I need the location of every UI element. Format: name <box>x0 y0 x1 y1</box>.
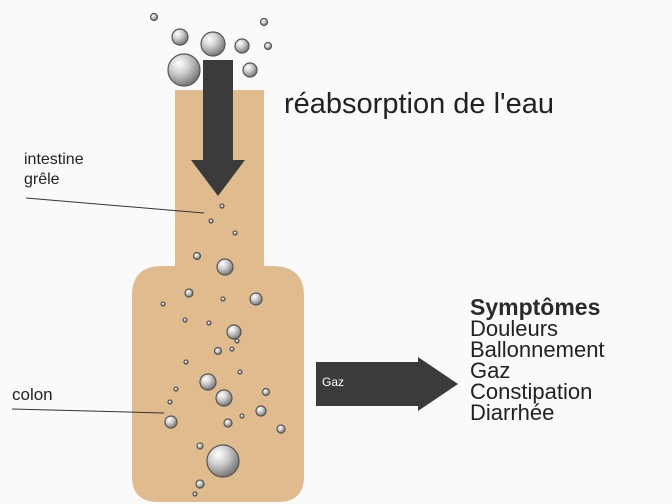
symptoms-list: Symptômes Douleurs Ballonnement Gaz Cons… <box>470 297 605 423</box>
symptom-item: Diarrhée <box>470 402 605 423</box>
symptom-item: Ballonnement <box>470 339 605 360</box>
symptom-item: Constipation <box>470 381 605 402</box>
small-intestine-label: intestine grêle <box>24 150 84 190</box>
symptom-item: Gaz <box>470 360 605 381</box>
small-intestine-label-line2: grêle <box>24 170 84 190</box>
gas-arrow-label: Gaz <box>322 375 344 389</box>
symptom-item: Douleurs <box>470 318 605 339</box>
diagram-title: réabsorption de l'eau <box>284 88 554 121</box>
small-intestine-label-line1: intestine <box>24 150 84 170</box>
colon-label: colon <box>12 385 53 405</box>
symptoms-heading: Symptômes <box>470 297 605 318</box>
symptoms-items: Douleurs Ballonnement Gaz Constipation D… <box>470 318 605 423</box>
